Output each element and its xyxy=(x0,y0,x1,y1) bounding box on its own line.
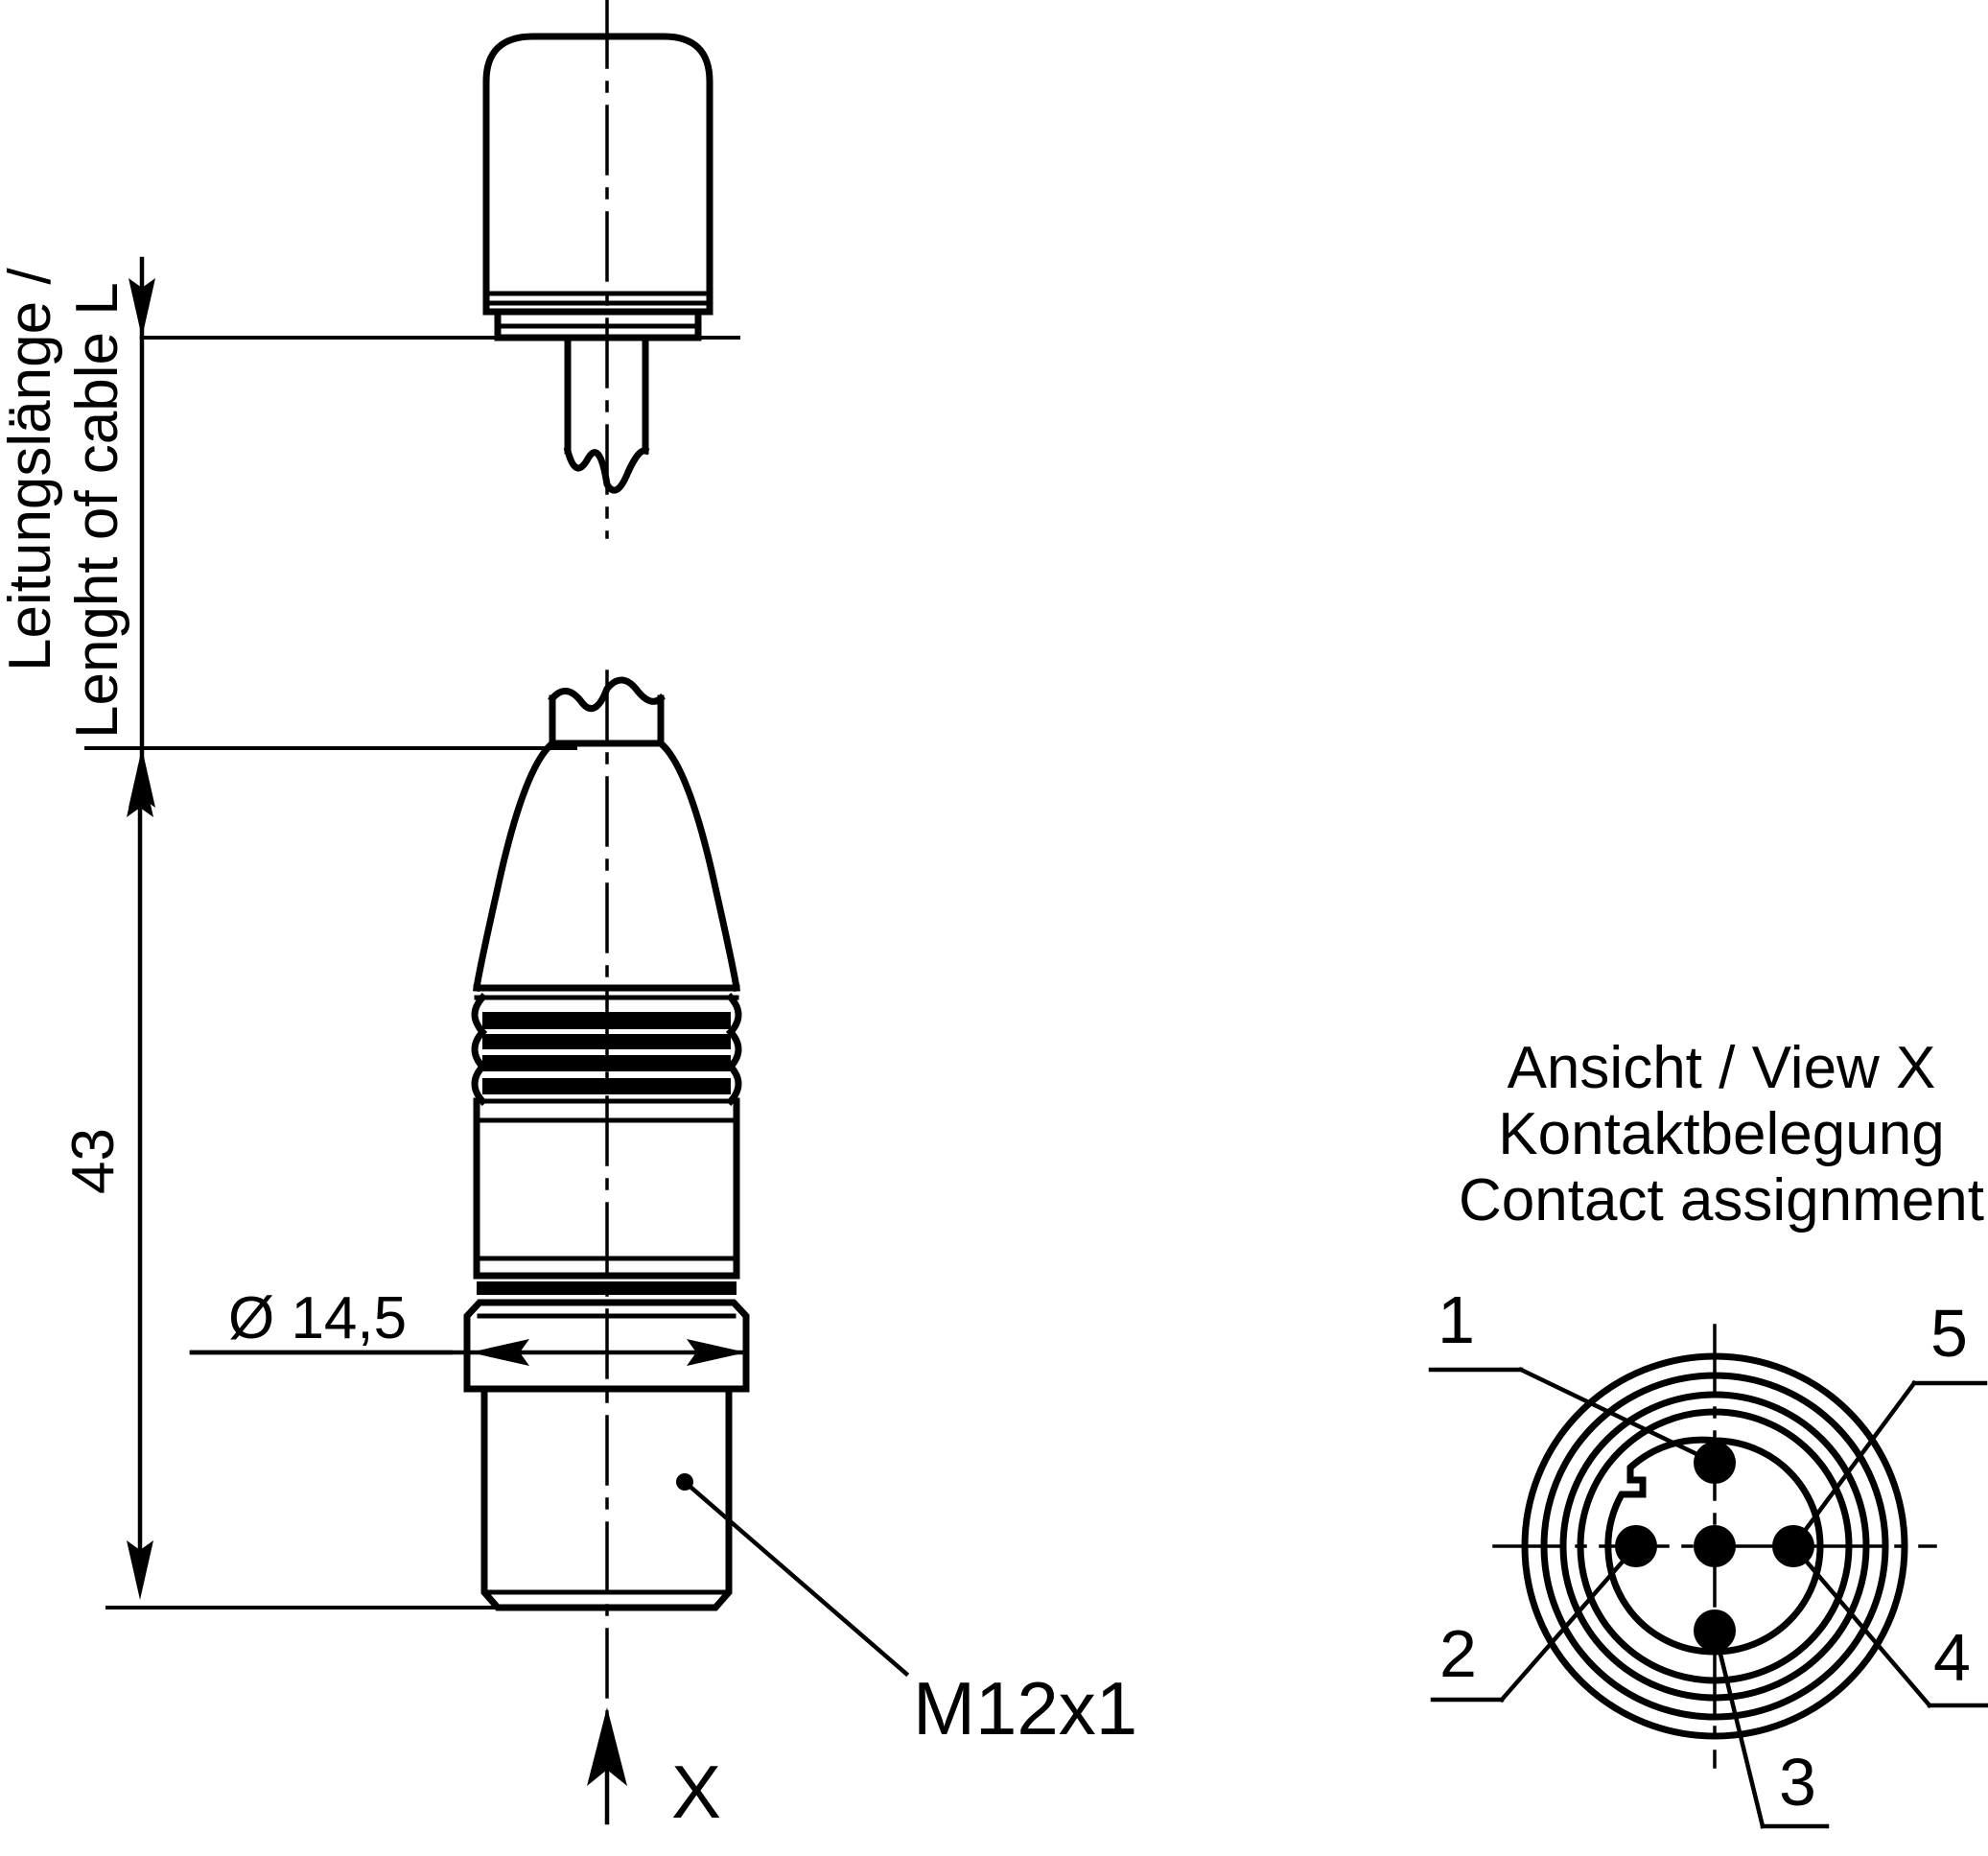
cable-len-arrow-upper xyxy=(129,278,155,338)
pin-number-5: 5 xyxy=(1930,1296,1968,1371)
thread-leader-line xyxy=(681,1478,910,1678)
diameter-dimension xyxy=(189,1339,746,1366)
len43-arrow-top xyxy=(127,758,153,817)
pin-number-1: 1 xyxy=(1438,1282,1475,1357)
face-circle-2 xyxy=(1540,1372,1889,1721)
body-length-value: 43 xyxy=(60,1128,127,1194)
pin5-leader-diagonal xyxy=(1789,1379,1918,1550)
face-circle-3 xyxy=(1559,1391,1870,1702)
grip-bead-left-3 xyxy=(471,1062,487,1106)
grip-band-2 xyxy=(482,1034,731,1049)
seal-band xyxy=(477,1281,737,1295)
contact-pin-3-dot xyxy=(1694,1525,1736,1567)
pin-number-4: 4 xyxy=(1933,1620,1971,1695)
len43-arrow-bottom xyxy=(127,1540,153,1600)
face-circle-4 xyxy=(1577,1408,1853,1684)
main-cable-break xyxy=(548,676,666,713)
pin-number-2: 2 xyxy=(1439,1616,1477,1691)
dia-arrow-right xyxy=(687,1339,746,1366)
pin-number-3: 3 xyxy=(1779,1745,1816,1820)
view-arrow-x xyxy=(587,1707,627,1825)
contact-view-title-line2: Kontaktbelegung xyxy=(1498,1101,1944,1167)
grip-bead-left-2 xyxy=(471,1027,487,1071)
grip-band-4 xyxy=(482,1078,731,1094)
grip-bead-right-3 xyxy=(726,1062,742,1106)
view-marker-letter: X xyxy=(671,1750,721,1834)
thread-callout-leader xyxy=(676,1473,910,1678)
body-length-dimension xyxy=(105,746,577,1609)
top-body-outline xyxy=(482,33,713,316)
grip-bead-right-1 xyxy=(726,993,742,1037)
pin1-leader-diagonal xyxy=(1517,1366,1719,1467)
contact-view-title-line1: Ansicht / View X xyxy=(1508,1035,1936,1101)
contact-assignment-diagram xyxy=(1428,1324,1988,1829)
face-insulator-with-keyway xyxy=(1604,1436,1824,1656)
grip-band-3 xyxy=(482,1055,731,1071)
contact-view-title-line3: Contact assignment xyxy=(1459,1167,1984,1233)
pin3-leader-diagonal xyxy=(1712,1628,1766,1829)
pin4-leader-diagonal xyxy=(1789,1542,1933,1709)
view-arrow-head xyxy=(587,1707,627,1786)
main-connector-view xyxy=(463,670,750,1824)
diameter-value: Ø 14,5 xyxy=(228,1285,407,1351)
grip-bead-left-1 xyxy=(471,993,487,1037)
coupling-nut-outline xyxy=(463,1299,750,1393)
cone-left-profile xyxy=(473,739,557,992)
knurled-grip-section xyxy=(471,993,742,1106)
face-outer-circle xyxy=(1521,1352,1908,1740)
cable-length-label-line2: Lenght of cable L xyxy=(64,282,130,739)
dia-arrow-left xyxy=(470,1339,529,1366)
cable-length-label-line1: Leitungslänge / xyxy=(0,268,63,671)
top-cable-break xyxy=(563,446,650,494)
pin2-leader-diagonal xyxy=(1498,1542,1640,1703)
thread-callout-value: M12x1 xyxy=(913,1666,1137,1750)
cone-right-profile xyxy=(656,739,740,992)
grip-band-1 xyxy=(482,1012,731,1029)
grip-bead-right-2 xyxy=(726,1027,742,1071)
